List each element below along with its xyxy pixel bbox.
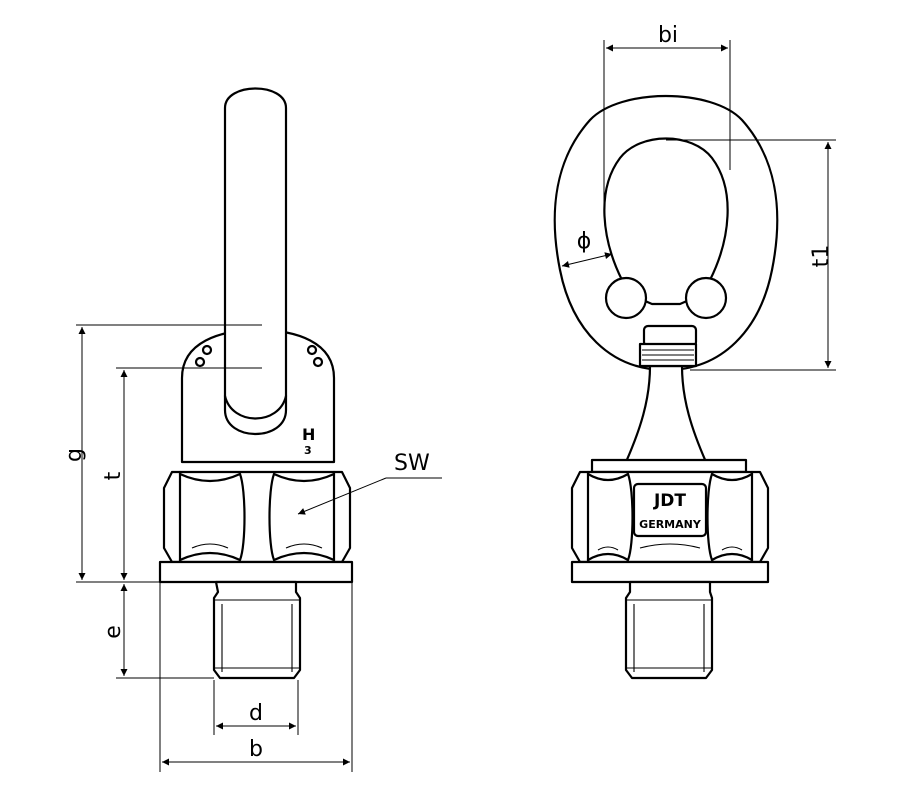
ring-eye-edge xyxy=(223,394,288,420)
stamp-mark: H xyxy=(302,425,315,444)
brand-text: JDT xyxy=(653,491,686,511)
lifting-ring-side xyxy=(223,87,288,436)
brand-plate xyxy=(632,482,708,538)
right-knob xyxy=(684,276,728,320)
flange-side xyxy=(158,560,354,584)
origin-text: GERMANY xyxy=(639,518,702,531)
threaded-bolt-front xyxy=(624,580,714,680)
dim-b-label: b xyxy=(249,737,263,762)
dim-t-label: t xyxy=(101,471,126,480)
dim-g-label: g xyxy=(62,448,87,462)
threaded-bolt-side xyxy=(212,580,302,680)
left-knob xyxy=(604,276,648,320)
dim-sw-label: SW xyxy=(394,451,430,476)
front-view: JDT GERMANY bi t1 ϕ xyxy=(553,23,836,680)
dim-t1-label: t1 xyxy=(809,245,834,268)
flange-front xyxy=(570,560,770,584)
dim-phi-label: ϕ xyxy=(577,229,592,254)
screws-left xyxy=(194,344,324,368)
hex-nut-side xyxy=(162,470,352,564)
side-view: H 3 g t e xyxy=(62,87,442,772)
swivel-shank xyxy=(624,364,708,464)
dim-d-label: d xyxy=(249,701,263,726)
dim-bi-label: bi xyxy=(658,23,678,48)
top-plate xyxy=(590,458,748,474)
dim-e-label: e xyxy=(101,625,126,639)
stamp-digit: 3 xyxy=(304,444,312,457)
lifting-ring-opening xyxy=(603,137,729,306)
